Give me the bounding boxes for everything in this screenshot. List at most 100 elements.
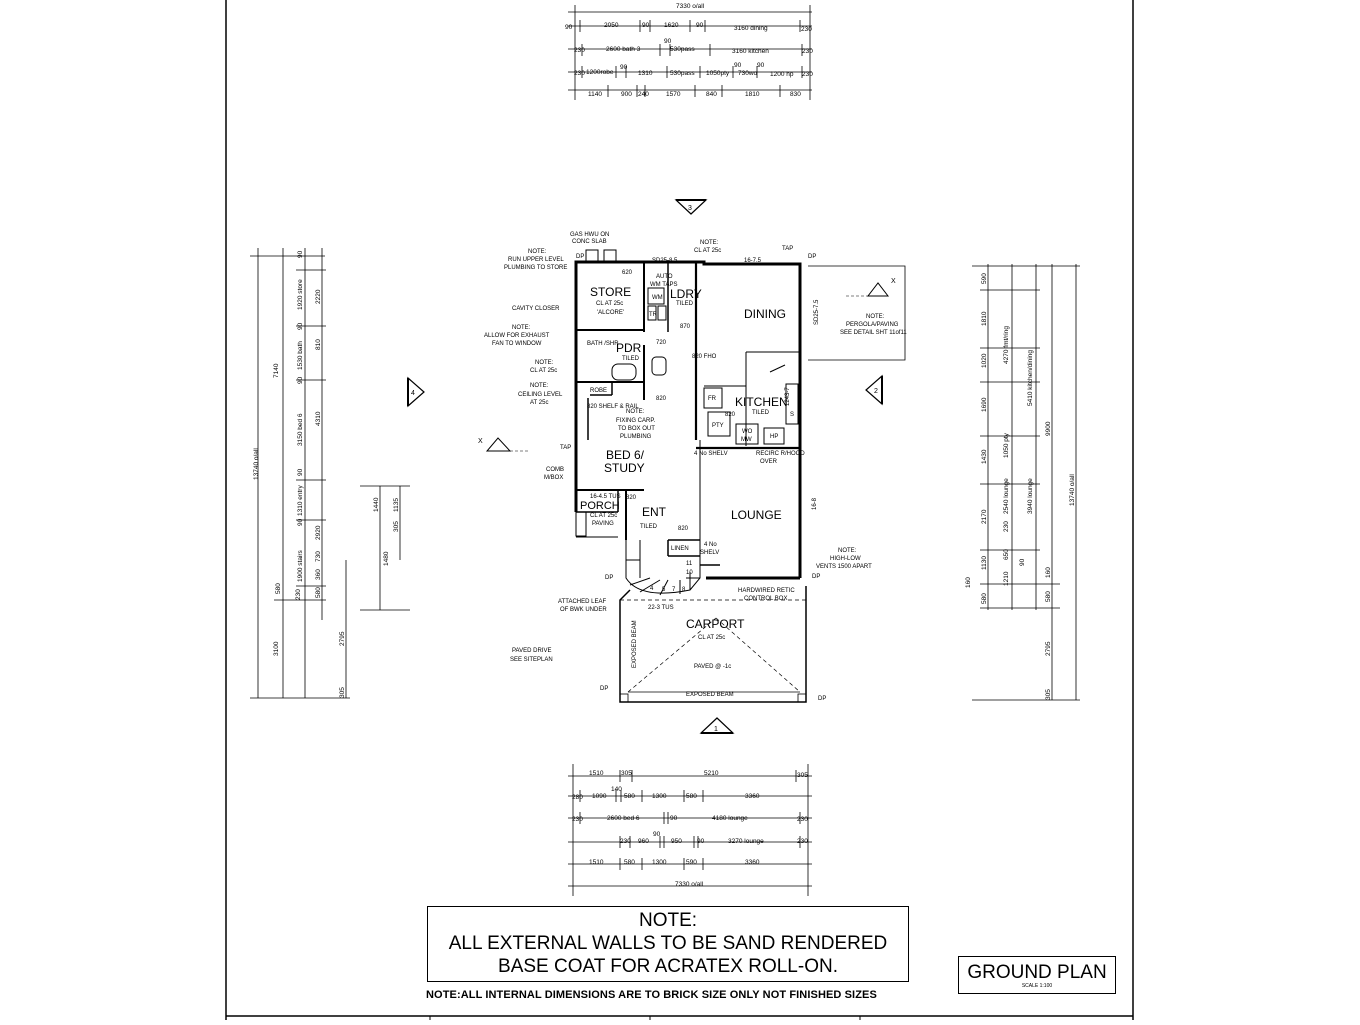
svg-text:16-4.5 TUS: 16-4.5 TUS (590, 494, 621, 500)
svg-text:OVER: OVER (760, 459, 778, 465)
svg-text:PAVED DRIVE: PAVED DRIVE (512, 648, 551, 654)
svg-text:SEE DETAIL SHT 11of11: SEE DETAIL SHT 11of11 (840, 330, 907, 336)
svg-text:230: 230 (295, 589, 302, 600)
svg-text:305: 305 (1045, 689, 1052, 700)
svg-text:3270 lounge: 3270 lounge (728, 838, 764, 845)
svg-text:10: 10 (686, 570, 693, 576)
svg-text:160: 160 (1045, 567, 1052, 578)
svg-text:TILED: TILED (752, 410, 770, 416)
room-bath-shr: BATH /SHR (587, 341, 619, 347)
svg-text:160: 160 (965, 577, 972, 588)
room-porch: PORCH (580, 500, 620, 512)
svg-text:240: 240 (638, 91, 649, 98)
svg-text:1200 hp: 1200 hp (770, 71, 794, 78)
svg-text:1530 bath: 1530 bath (297, 341, 304, 370)
svg-text:1900 stairs: 1900 stairs (297, 549, 304, 582)
svg-text:90: 90 (734, 62, 742, 69)
svg-text:230: 230 (574, 70, 585, 77)
svg-text:230: 230 (574, 47, 585, 54)
svg-text:1243-7: 1243-7 (785, 387, 791, 406)
svg-text:4: 4 (650, 586, 654, 592)
svg-text:PERGOLA/PAVING: PERGOLA/PAVING (846, 322, 899, 328)
room-store: STORE (590, 285, 631, 299)
section-marker-2: 2 (865, 374, 883, 406)
svg-text:230: 230 (1003, 521, 1010, 532)
svg-text:DP: DP (605, 575, 613, 581)
svg-text:3160 dining: 3160 dining (734, 25, 768, 32)
svg-text:FIXING CARP.: FIXING CARP. (616, 418, 656, 424)
svg-text:305: 305 (797, 772, 808, 779)
top-dimension-labels: 7330 o/all 90 2050 90 1620 90 3160 dinin… (565, 3, 813, 98)
svg-text:90: 90 (297, 376, 304, 384)
svg-text:4310: 4310 (315, 411, 322, 426)
svg-text:580: 580 (275, 583, 282, 594)
svg-text:1310 entry: 1310 entry (297, 485, 304, 516)
svg-text:4 No SHELV: 4 No SHELV (694, 451, 728, 457)
svg-text:7140: 7140 (273, 363, 280, 378)
svg-text:1620: 1620 (664, 22, 679, 29)
svg-text:90: 90 (696, 22, 704, 29)
svg-text:2: 2 (874, 388, 878, 395)
svg-text:720: 720 (656, 340, 667, 346)
svg-text:360: 360 (315, 569, 322, 580)
svg-text:1020: 1020 (981, 353, 988, 368)
svg-text:3160 kitchen: 3160 kitchen (732, 48, 769, 55)
svg-text:TO BOX OUT: TO BOX OUT (618, 426, 655, 432)
svg-text:PAVED @ -1c: PAVED @ -1c (694, 664, 731, 670)
svg-text:580: 580 (1045, 591, 1052, 602)
svg-text:WM TAPS: WM TAPS (650, 282, 677, 288)
svg-text:1510: 1510 (589, 859, 604, 866)
room-pdr: PDR (616, 341, 642, 355)
svg-text:SD25-8.5: SD25-8.5 (652, 258, 678, 264)
svg-text:530pass: 530pass (670, 46, 695, 53)
svg-text:1135: 1135 (393, 498, 400, 512)
svg-text:TILED: TILED (676, 301, 694, 307)
svg-text:7: 7 (672, 587, 676, 593)
svg-text:16-8: 16-8 (812, 497, 818, 510)
svg-text:AT 25c: AT 25c (530, 400, 548, 406)
svg-text:DP: DP (576, 254, 584, 260)
svg-text:HARDWIRED RETIC: HARDWIRED RETIC (738, 588, 795, 594)
svg-text:1810: 1810 (981, 311, 988, 326)
svg-text:22-3 TUS: 22-3 TUS (648, 605, 674, 611)
svg-text:PLUMBING TO STORE: PLUMBING TO STORE (504, 265, 567, 271)
svg-text:OF BWK UNDER: OF BWK UNDER (560, 607, 607, 613)
svg-text:1430: 1430 (981, 449, 988, 464)
svg-text:90: 90 (565, 24, 573, 31)
svg-text:620: 620 (622, 270, 633, 276)
svg-text:NOTE:: NOTE: (700, 240, 719, 246)
svg-text:X: X (891, 278, 896, 285)
svg-text:MW: MW (741, 437, 752, 443)
svg-text:3360: 3360 (745, 793, 760, 800)
svg-text:GAS HWU ON: GAS HWU ON (570, 232, 609, 238)
svg-text:CL AT 25c: CL AT 25c (530, 368, 557, 374)
room-ent: ENT (642, 505, 667, 519)
svg-text:3: 3 (688, 205, 692, 212)
carport (619, 586, 807, 703)
svg-text:1200robe: 1200robe (586, 69, 614, 76)
svg-text:EXPOSED BEAM: EXPOSED BEAM (686, 692, 734, 698)
svg-text:90: 90 (653, 831, 661, 838)
svg-text:PTY: PTY (712, 423, 724, 429)
svg-text:1570: 1570 (666, 91, 681, 98)
svg-text:S: S (790, 412, 794, 418)
svg-text:305: 305 (393, 521, 400, 532)
svg-text:NOTE:: NOTE: (512, 325, 531, 331)
svg-text:90: 90 (670, 815, 678, 822)
svg-text:230: 230 (797, 816, 808, 823)
svg-text:1310: 1310 (638, 70, 653, 77)
svg-text:VENTS 1500 APART: VENTS 1500 APART (816, 564, 872, 570)
svg-text:590: 590 (981, 273, 988, 284)
svg-text:830: 830 (790, 91, 801, 98)
svg-text:PAVING: PAVING (592, 521, 614, 527)
svg-text:DP: DP (812, 574, 820, 580)
svg-text:NOTE:: NOTE: (528, 249, 547, 255)
svg-text:3940 lounge: 3940 lounge (1027, 478, 1034, 514)
svg-text:1920 store: 1920 store (297, 279, 304, 310)
svg-text:HP: HP (770, 434, 778, 440)
room-carport: CARPORT (686, 617, 745, 631)
top-overall-dim: 7330 o/all (676, 3, 705, 10)
svg-text:810: 810 (315, 339, 322, 350)
svg-text:1: 1 (714, 726, 718, 733)
svg-text:580: 580 (624, 793, 635, 800)
